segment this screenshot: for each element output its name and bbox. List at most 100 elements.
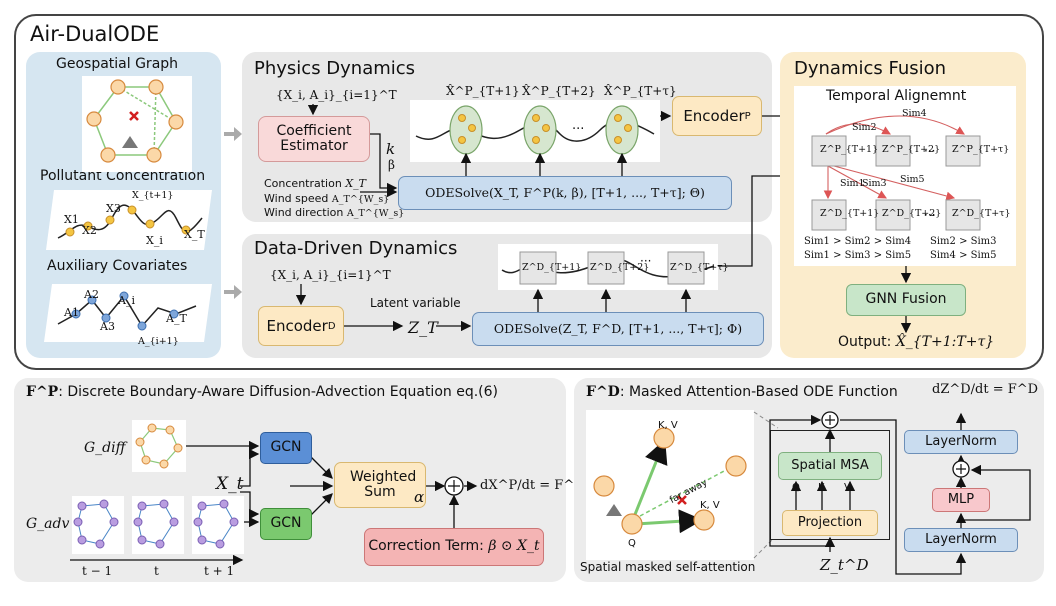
- sim-inequality: Sim2 > Sim3: [930, 236, 997, 247]
- sim-inequality: Sim1 > Sim3 > Sim5: [804, 250, 912, 261]
- pollutant-label: X_i: [146, 234, 163, 247]
- ellipsis: ···: [924, 208, 936, 222]
- alpha-label: α: [414, 488, 425, 506]
- z-box: [587, 251, 625, 285]
- latent-label: Latent variable: [370, 296, 461, 310]
- ellipsis: ···: [640, 254, 652, 268]
- coefficient-estimator-label: Coefficient Estimator: [276, 122, 352, 154]
- aux-label: A2: [84, 288, 99, 301]
- sim-label: Sim2: [852, 122, 877, 133]
- g-diff-label: G_diff: [84, 440, 126, 456]
- x-hat-label: X̂^P_{T+τ}: [604, 84, 677, 98]
- aux-card: [44, 284, 212, 342]
- sim-label: Sim3: [862, 178, 887, 189]
- z-p-label: Z^P_{T+τ}: [952, 144, 1010, 155]
- coefficient-estimator: Coefficient Estimator: [258, 116, 370, 162]
- input-graphics: [44, 76, 212, 342]
- z-in-label: Z_t^D: [820, 556, 869, 574]
- aux-title: Auxiliary Covariates: [47, 258, 188, 274]
- gcn-adv: GCN: [260, 508, 312, 540]
- time-label: t + 1: [204, 564, 235, 578]
- physics-odesolve: ODESolve(X_T, F^P(k, β), [T+1, ..., T+τ]…: [398, 176, 732, 210]
- main-title: Air-DualODE: [30, 22, 160, 46]
- data-driven-title: Data-Driven Dynamics: [254, 238, 458, 259]
- attention-caption: Spatial masked self-attention: [580, 560, 756, 574]
- z-d-label: Z^D_{T+2}: [590, 262, 650, 273]
- z-d-label: Z^D_{T+1}: [820, 208, 880, 219]
- pollutant-label: X3: [106, 202, 121, 215]
- concentration-label: Concentration X_T: [264, 177, 366, 190]
- dd-odesolve: ODESolve(Z_T, F^D, [T+1, ..., T+τ]; Φ): [472, 312, 764, 346]
- beta-label: β: [388, 158, 395, 172]
- aux-label: A3: [100, 320, 115, 333]
- geo-title: Geospatial Graph: [56, 56, 179, 72]
- projection: Projection: [782, 510, 878, 536]
- sim-label: Sim5: [900, 174, 925, 185]
- pollutant-points: [65, 205, 191, 237]
- correction-term: Correction Term: β ⊙ X_t: [364, 528, 544, 566]
- spatial-msa: Spatial MSA: [778, 452, 882, 480]
- sim-label: Sim1: [840, 178, 865, 189]
- layernorm-top: LayerNorm: [904, 430, 1018, 454]
- flow-arrows: [224, 127, 242, 299]
- fusion-graphics: [811, 115, 981, 231]
- blocked-icon: [129, 111, 139, 121]
- kv-label: K, V: [700, 500, 720, 511]
- pollutant-label: X2: [82, 224, 97, 237]
- x-hat-label: X̂^P_{T+2}: [522, 84, 596, 98]
- temporal-title: Temporal Alignemnt: [826, 88, 967, 104]
- dd-input-set: {X_i, A_i}_{i=1}^T: [270, 268, 391, 282]
- ellipsis: ···: [572, 122, 585, 137]
- ellipsis: ···: [924, 144, 936, 158]
- time-label: t − 1: [82, 564, 113, 578]
- fusion-title: Dynamics Fusion: [794, 58, 947, 79]
- pollutant-label: X1: [64, 213, 79, 226]
- g-adv-label: G_adv: [26, 516, 70, 532]
- output-label: Output: X̂_{T+1:T+τ}: [838, 334, 995, 350]
- aux-label: A_i: [118, 294, 135, 307]
- sim-inequality: Sim4 > Sim5: [930, 250, 997, 261]
- aux-label: A_T: [166, 312, 187, 325]
- wind-direction-label: Wind direction A_T^{W_s}: [264, 206, 405, 219]
- dxp-equation: dX^P/dt = F^P: [480, 478, 583, 493]
- q-node-label: Q: [628, 538, 636, 549]
- mountain-icon: [122, 136, 138, 148]
- x-t-label: X_t: [216, 474, 244, 494]
- gnn-fusion: GNN Fusion: [846, 284, 966, 316]
- z-t-label: Z_T: [408, 318, 438, 337]
- sim-label: Sim4: [902, 108, 927, 119]
- physics-input-set: {X_i, A_i}_{i=1}^T: [276, 88, 397, 102]
- pollutant-card: [46, 190, 212, 250]
- aux-points: [71, 291, 179, 331]
- kv-label: K, V: [658, 420, 678, 431]
- z-d-label: Z^D_{T+τ}: [952, 208, 1011, 219]
- k-label: k: [386, 140, 396, 158]
- sim-inequality: Sim1 > Sim2 > Sim4: [804, 236, 912, 247]
- adv-graphs: [72, 496, 244, 554]
- fd-title: F^D: Masked Attention-Based ODE Function: [586, 384, 898, 400]
- mountain-icon: [606, 504, 622, 516]
- dzd-equation: dZ^D/dt = F^D: [932, 382, 1039, 397]
- wind-speed-label: Wind speed A_T^{W_s}: [264, 192, 390, 205]
- pollutant-label: X_{t+1}: [132, 190, 174, 201]
- z-d-label: Z^D_{T+1}: [522, 262, 582, 273]
- physics-odesolve-label: ODESolve(X_T, F^P(k, β), [T+1, ..., T+τ]…: [425, 185, 705, 201]
- mask-icon: [677, 495, 687, 505]
- aux-label: A_{i+1}: [138, 336, 179, 347]
- mlp: MLP: [932, 488, 990, 512]
- geo-nodes: [86, 79, 184, 163]
- aux-label: A1: [64, 306, 79, 319]
- z-box: [519, 251, 557, 285]
- z-box: [667, 251, 705, 285]
- weighted-sum: Weighted Sum: [334, 462, 426, 508]
- z-p-label: Z^P_{T+2}: [882, 144, 941, 155]
- x-hat-label: X̂^P_{T+1}: [446, 84, 520, 98]
- z-p-label: Z^P_{T+1}: [820, 144, 879, 155]
- z-d-label: Z^D_{T+2}: [882, 208, 942, 219]
